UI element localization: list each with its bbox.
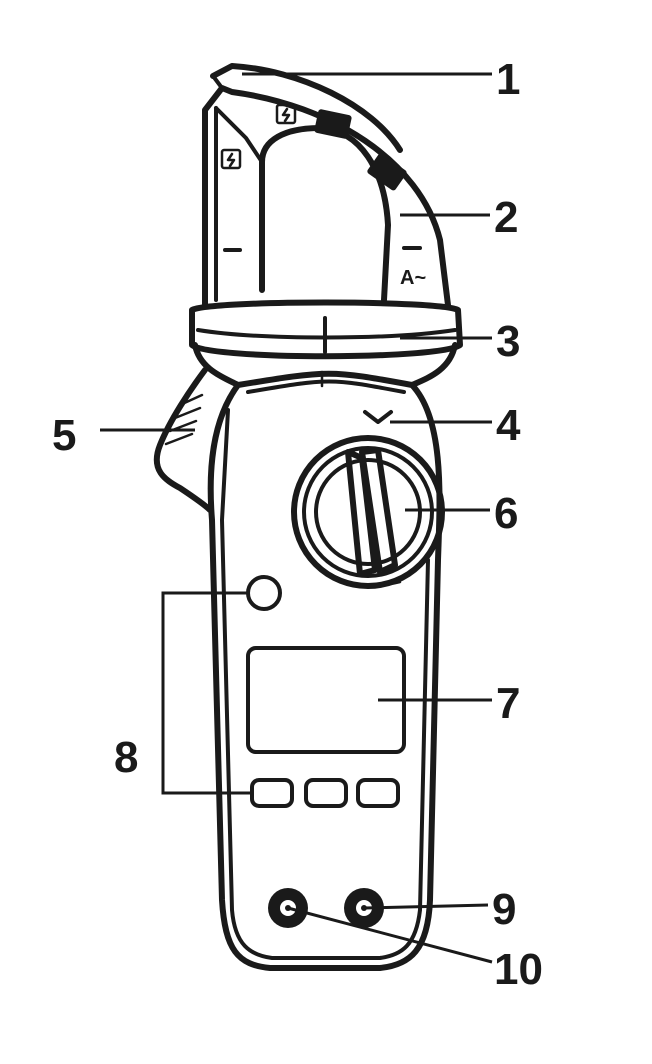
lightning-icon [220, 148, 242, 170]
meter-body [207, 370, 443, 971]
function-button-2[interactable] [304, 778, 348, 808]
callout-3: 3 [496, 317, 520, 366]
jaw-marking: A~ [400, 267, 426, 289]
callout-5: 5 [52, 411, 76, 460]
callout-4: 4 [496, 401, 521, 450]
callout-7: 7 [496, 679, 520, 728]
jaw-trigger [153, 367, 213, 513]
jaw-tip [210, 63, 403, 153]
callout-2: 2 [494, 193, 518, 242]
function-button-1[interactable] [250, 778, 294, 808]
callout-8: 8 [114, 733, 138, 782]
callout-9: 9 [492, 885, 516, 934]
cat-rating-badge [314, 109, 352, 139]
callout-1: 1 [496, 55, 520, 104]
hand-guard [189, 299, 463, 388]
indicator-chevron-icon [363, 410, 393, 424]
callout-6: 6 [494, 489, 518, 538]
function-button-3[interactable] [356, 778, 400, 808]
rotary-switch[interactable] [291, 435, 445, 589]
jaw: A~ [202, 63, 451, 308]
callout-10: 10 [494, 945, 543, 994]
cat-rating-badge [367, 153, 407, 191]
function-button-round[interactable] [246, 575, 282, 611]
leader-lines [100, 72, 493, 964]
lightning-icon [275, 103, 297, 125]
